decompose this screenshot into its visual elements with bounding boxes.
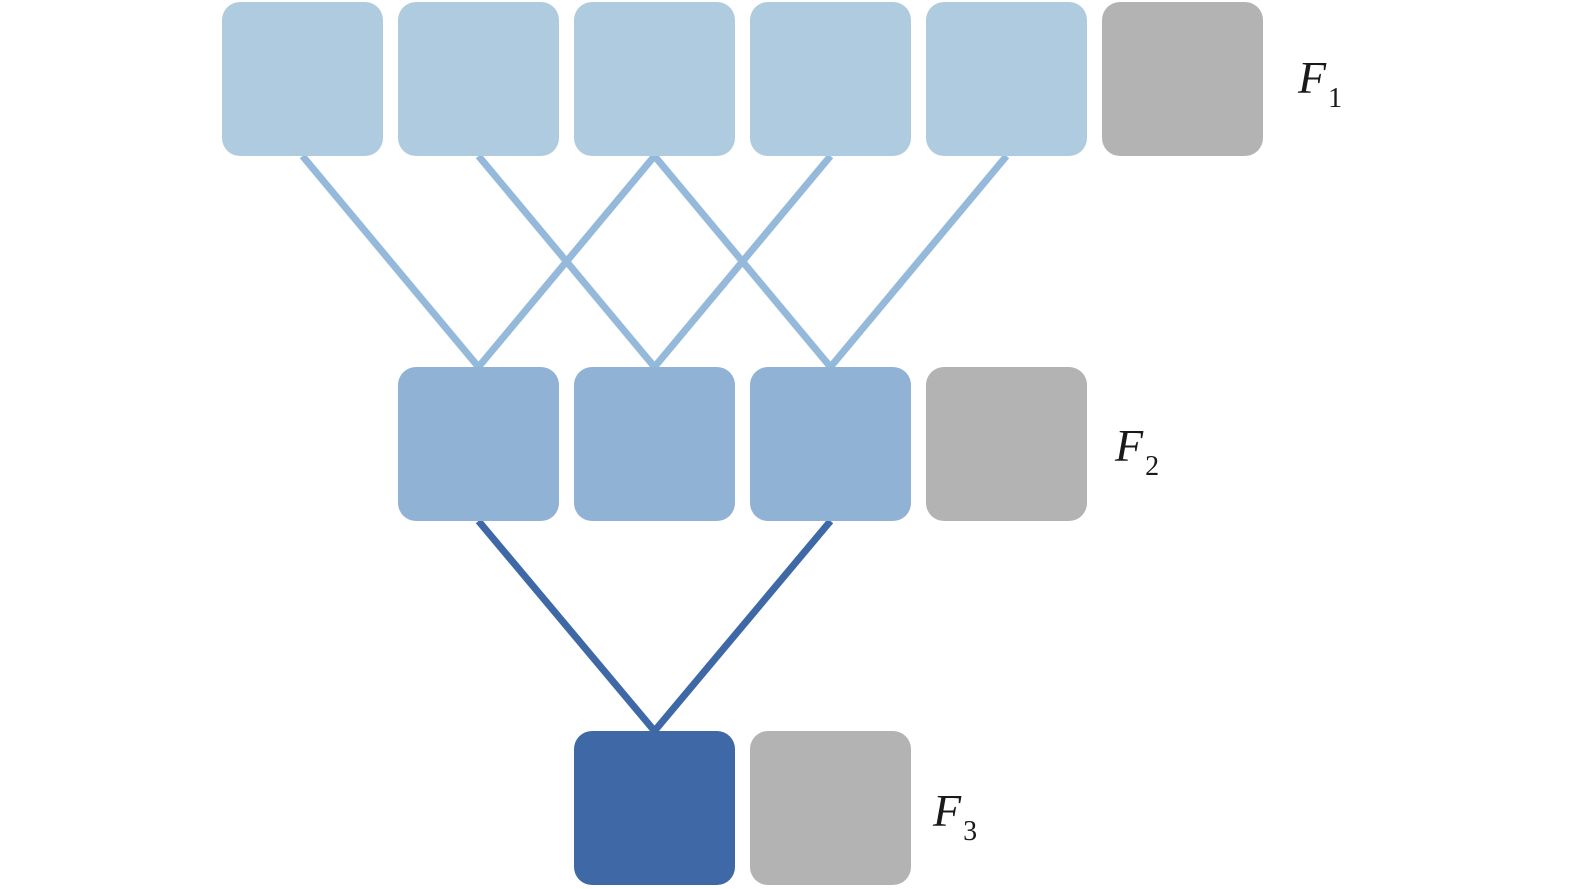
data-node-f1-1 [222, 2, 383, 156]
data-node-f1-5 [926, 2, 1087, 156]
layer-label-f3: F3 [933, 785, 977, 846]
layer-label-f2-letter: F [1115, 420, 1144, 471]
layer-label-f2: F2 [1115, 420, 1159, 481]
layer-label-f1-letter: F [1298, 52, 1327, 103]
data-node-f2-1 [398, 367, 559, 521]
data-node-f2-2 [574, 367, 735, 521]
layer-label-f1: F1 [1298, 52, 1342, 113]
padding-node-f3-2 [750, 731, 911, 885]
data-node-f1-3 [574, 2, 735, 156]
edge-f1-5-to-f2-3 [827, 153, 1010, 370]
data-node-f1-4 [750, 2, 911, 156]
edge-f1-3-to-f2-3 [651, 153, 834, 370]
data-node-f1-2 [398, 2, 559, 156]
data-node-f2-3 [750, 367, 911, 521]
padding-node-f1-6 [1102, 2, 1263, 156]
edge-f1-2-to-f2-2 [475, 153, 658, 370]
layer-label-f1-subscript: 1 [1328, 83, 1343, 114]
connection-edges [299, 153, 1010, 734]
data-node-f3-1 [574, 731, 735, 885]
layer-label-f3-letter: F [933, 785, 962, 836]
layer-nodes [222, 2, 1263, 885]
edge-f2-3-to-f3-1 [651, 518, 834, 734]
layer-label-f3-subscript: 3 [963, 816, 978, 847]
padding-node-f2-4 [926, 367, 1087, 521]
layer-label-f2-subscript: 2 [1145, 451, 1160, 482]
edge-f1-1-to-f2-1 [299, 153, 482, 370]
edge-f2-1-to-f3-1 [475, 518, 658, 734]
